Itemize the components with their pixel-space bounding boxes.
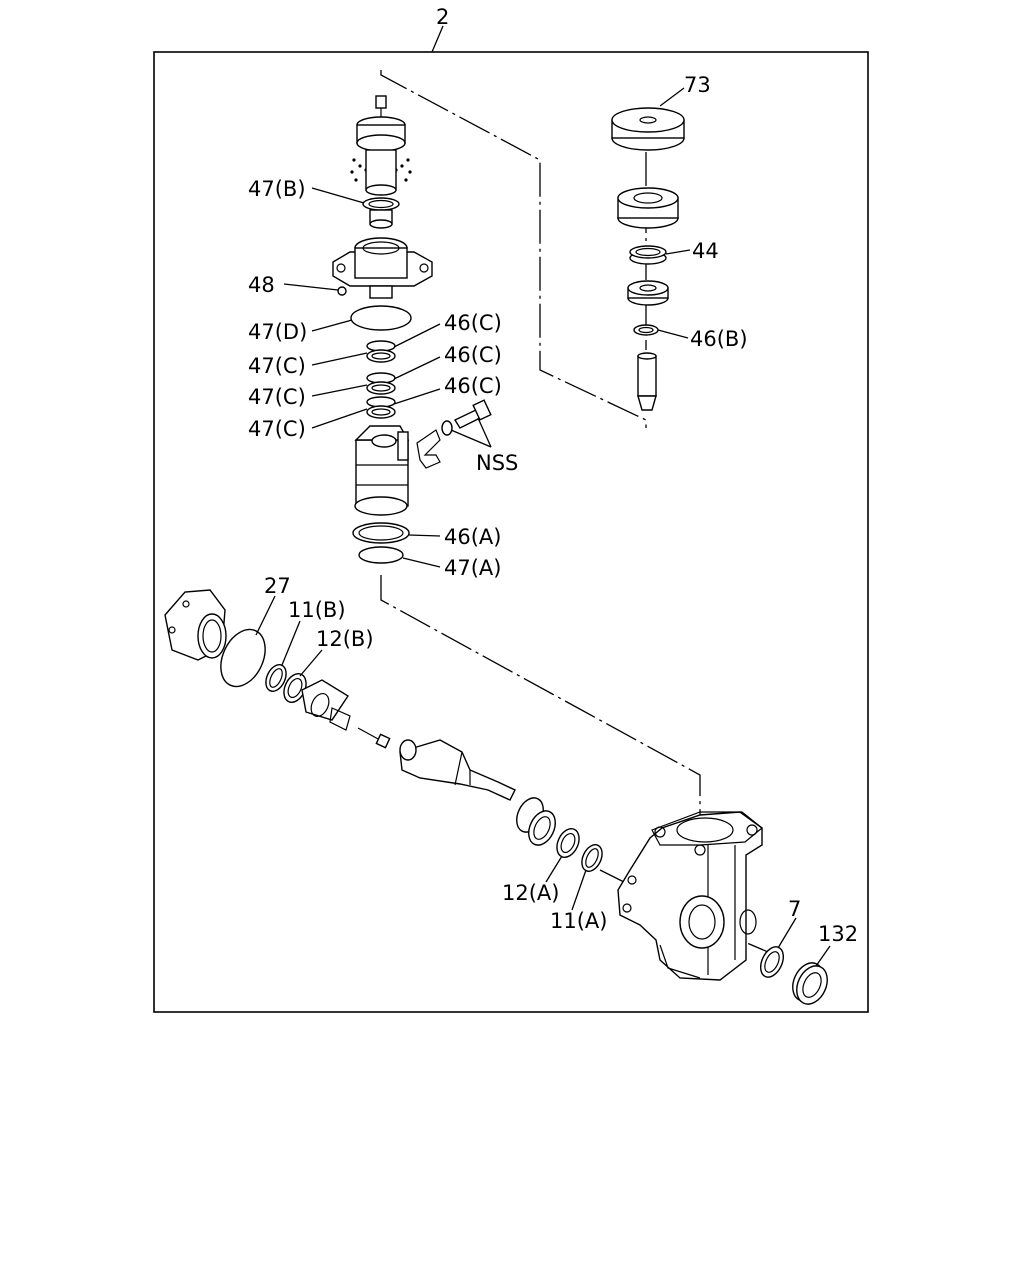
output-seals bbox=[759, 946, 828, 1005]
part-labels: 73 44 46(B) 47(B) 48 47(D) 46(C) 47(C) 4… bbox=[248, 73, 858, 946]
label-11b: 11(B) bbox=[288, 598, 346, 622]
control-valve-stack bbox=[332, 95, 492, 564]
label-46b: 46(B) bbox=[690, 327, 748, 351]
label-12b: 12(B) bbox=[316, 627, 374, 651]
label-7: 7 bbox=[788, 897, 801, 921]
assembly-callout: 2 bbox=[436, 5, 449, 29]
right-valve-stack bbox=[611, 107, 685, 411]
label-27: 27 bbox=[264, 574, 291, 598]
label-47d: 47(D) bbox=[248, 320, 307, 344]
label-46a: 46(A) bbox=[444, 525, 501, 549]
alignment-line-bottom bbox=[380, 575, 701, 830]
label-48: 48 bbox=[248, 273, 275, 297]
label-47b: 47(B) bbox=[248, 177, 306, 201]
label-132: 132 bbox=[818, 922, 858, 946]
leader-lines bbox=[255, 87, 831, 967]
gear-housing bbox=[617, 811, 763, 981]
assembly-callout-leader bbox=[431, 25, 444, 53]
label-47c-1: 47(C) bbox=[248, 354, 306, 378]
label-46c-3: 46(C) bbox=[444, 374, 502, 398]
label-47c-3: 47(C) bbox=[248, 417, 306, 441]
assembly-frame bbox=[153, 51, 869, 1013]
label-11a: 11(A) bbox=[550, 909, 607, 933]
label-46c-2: 46(C) bbox=[444, 343, 502, 367]
label-47c-2: 47(C) bbox=[248, 385, 306, 409]
pinion-assembly bbox=[164, 589, 603, 872]
label-44: 44 bbox=[692, 239, 719, 263]
label-46c-1: 46(C) bbox=[444, 311, 502, 335]
label-47a: 47(A) bbox=[444, 556, 501, 580]
alignment-line-top bbox=[380, 70, 647, 428]
label-73: 73 bbox=[684, 73, 711, 97]
label-12a: 12(A) bbox=[502, 881, 559, 905]
label-nss: NSS bbox=[476, 451, 518, 475]
